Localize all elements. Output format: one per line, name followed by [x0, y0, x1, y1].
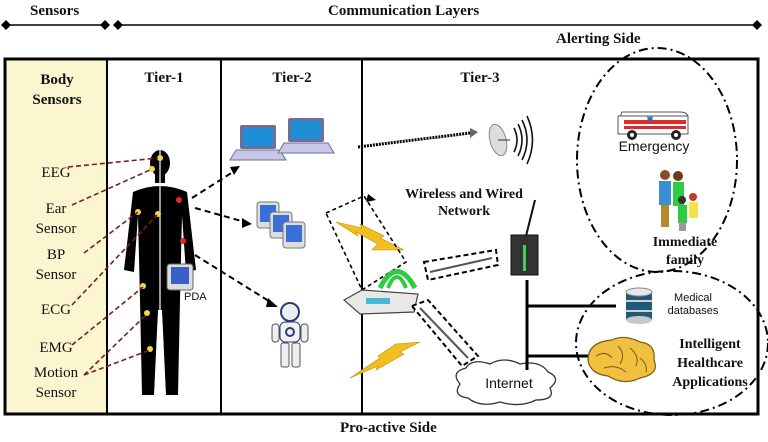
sensors-span-line	[1, 20, 110, 30]
apps-label-line2: Healthcare	[677, 356, 743, 371]
communication-layers-header: Communication Layers	[328, 3, 480, 19]
server-icon	[510, 199, 539, 276]
db-label-line1: Medical	[674, 292, 712, 304]
sensor-label-ear: Ear Sensor	[20, 199, 92, 239]
intelligent-healthcare-label: Intelligent Healthcare Applications	[660, 335, 760, 392]
alerting-side-label: Alerting Side	[556, 31, 641, 47]
apps-label-line3: Applications	[672, 375, 748, 390]
tablet-stack-icon	[256, 201, 306, 249]
body-sensors-title-line2: Sensors	[32, 92, 82, 108]
body-sensors-title-line1: Body	[40, 72, 74, 88]
network-label-line2: Network	[437, 204, 491, 219]
wifi-router-icon	[342, 269, 419, 315]
sensor-label-line: Sensor	[35, 385, 77, 401]
tier1-title: Tier-1	[144, 70, 184, 86]
ambulance-icon: ✱	[617, 111, 689, 140]
sensor-label-line: EEG	[41, 165, 71, 181]
medical-database-icon	[625, 287, 653, 324]
medical-databases-label: Medical databases	[656, 292, 730, 318]
emergency-label: Emergency	[618, 138, 690, 154]
laptop-to-satellite-link	[357, 131, 471, 149]
sensor-label-line: BP	[46, 247, 66, 263]
router-to-server-link	[422, 248, 500, 282]
db-label-line2: databases	[667, 305, 719, 317]
sensor-label-line: ECG	[41, 302, 71, 318]
sensor-link-lines	[67, 157, 159, 376]
laptop-icon-2	[277, 118, 335, 154]
pda-label: PDA	[184, 291, 207, 303]
sensor-dots	[135, 155, 186, 352]
router-to-internet-link	[410, 298, 480, 368]
svg-text:✱: ✱	[646, 114, 654, 124]
wireless-link-frame	[324, 194, 408, 292]
body-sensors-title: Body Sensors	[10, 70, 104, 110]
sensors-header: Sensors	[30, 3, 80, 19]
tier3-title: Tier-3	[460, 70, 500, 86]
network-label: Wireless and Wired Network	[384, 186, 544, 220]
family-label-line1: Immediate	[652, 235, 718, 250]
tier1-to-tier2-arrows	[191, 169, 273, 304]
internet-cloud-icon	[455, 359, 557, 406]
family-label-line2: family	[665, 253, 705, 268]
sensor-label-motion: Motion Sensor	[20, 363, 92, 403]
backbone-lines	[525, 280, 616, 370]
satellite-dish-icon	[488, 115, 534, 165]
sensor-label-line: EMG	[39, 340, 73, 356]
robot-icon	[271, 302, 309, 368]
pda-icon	[166, 263, 194, 291]
family-icon	[659, 170, 698, 231]
alerting-side-ellipse	[576, 47, 738, 273]
immediate-family-label: Immediate family	[640, 234, 730, 270]
lightning-bolt-icon	[349, 341, 421, 379]
outer-frame	[3, 57, 760, 416]
sensor-label-bp: BP Sensor	[20, 245, 92, 285]
sensor-panel-bg	[6, 60, 106, 413]
internet-label: Internet	[485, 375, 533, 391]
network-label-line1: Wireless and Wired	[405, 187, 523, 202]
sensor-label-line: Motion	[33, 365, 79, 381]
proactive-side-label: Pro-active Side	[340, 420, 437, 436]
lightning-bolt-icon	[335, 221, 405, 251]
sensor-label-line: Sensor	[35, 221, 77, 237]
apps-label-line1: Intelligent	[679, 337, 741, 352]
sensor-label-line: Sensor	[35, 267, 77, 283]
sensor-label-line: Ear	[45, 201, 67, 217]
communication-span-line	[113, 20, 762, 30]
sensor-label-eeg: EEG	[20, 163, 92, 183]
sensor-label-emg: EMG	[20, 338, 92, 358]
sensor-label-ecg: ECG	[20, 300, 92, 320]
tier2-title: Tier-2	[272, 70, 312, 86]
laptop-icon-1	[229, 125, 287, 161]
brain-icon	[587, 336, 656, 383]
